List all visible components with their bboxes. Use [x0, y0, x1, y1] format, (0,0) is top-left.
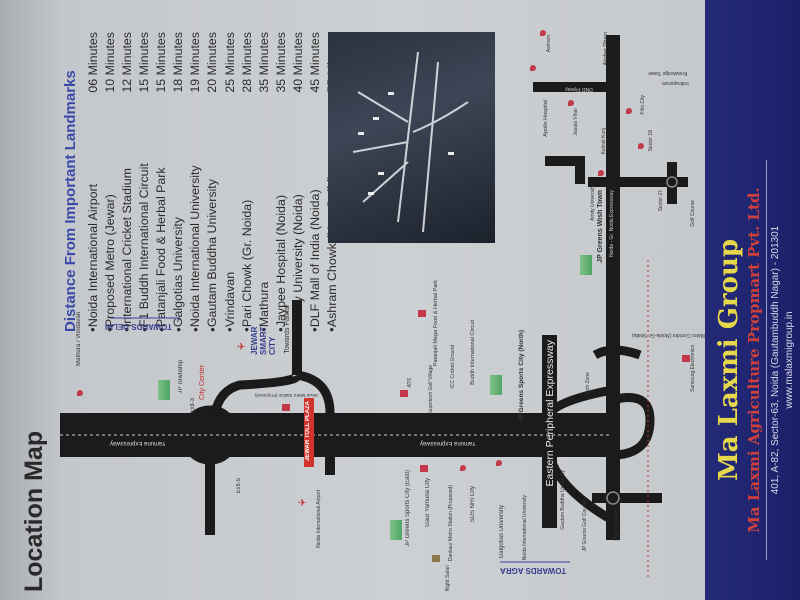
- kalindi-link-road: [575, 156, 585, 184]
- label-jp-north: JP Greens Sports City (North): [518, 330, 525, 422]
- label-film-city: Film City: [640, 95, 646, 115]
- label-knowledge-tower: Knowledge Tower: [648, 70, 688, 76]
- towards-agra: TOWARDS AGRA: [500, 566, 567, 575]
- building-icon: [282, 404, 290, 411]
- metro-curve: [592, 345, 642, 360]
- palwal-road: [292, 300, 302, 375]
- label-sds: SDS NRI City: [470, 486, 476, 523]
- golf-course-road: [667, 162, 677, 204]
- epe-label-plate: [542, 335, 557, 528]
- label-icc: ICC Cricket Ground: [450, 345, 456, 389]
- divider: [766, 160, 767, 560]
- location-pin-icon: [530, 65, 536, 71]
- location-pin-icon: [540, 30, 546, 36]
- exit5-road: [205, 455, 215, 535]
- company-website[interactable]: www.malaxmigroup.in: [784, 311, 795, 409]
- sector37-roundabout: [666, 176, 678, 188]
- label-mathura: Mathura / Vrindavan: [76, 312, 82, 366]
- label-akshardham: Akshar Dham: [603, 32, 609, 66]
- towards-delhi: TOWARDS DELHI: [105, 322, 172, 331]
- label-jp-golf: JP Greens Golf Course: [582, 500, 588, 552]
- toll-plaza-badge: JEWAR TOLL PLAZA: [304, 398, 314, 467]
- label-gbu: Gautam Buddha University: [560, 470, 566, 530]
- company-address: 401, A-82, Sector-63, Noida (Gautambuddh…: [770, 225, 781, 495]
- label-golf-course: Golf Course: [690, 200, 696, 227]
- label-jp-east: JP Greens Sports City (East): [405, 470, 411, 547]
- location-pin-icon: [460, 465, 466, 471]
- airport-render-image: [352, 51, 469, 233]
- township-icon: [158, 380, 170, 400]
- airport-photo: [328, 32, 495, 243]
- pari-chowk-roundabout: [606, 491, 620, 505]
- label-supertech: Supertech Golf Village: [428, 365, 434, 415]
- company-info: Ma Laxmi Group Ma Laxmi Agriculture Prop…: [708, 0, 800, 600]
- epe-ramp-north: [546, 385, 613, 417]
- noida-expressway-road: [606, 35, 620, 540]
- airport-link-road: [325, 455, 335, 475]
- epe-loop: [610, 393, 655, 460]
- label-jp-township: JP Township: [178, 360, 184, 394]
- label-indirapuram: Indirapuram: [662, 80, 689, 86]
- epe-ramp-south: [545, 455, 615, 524]
- airplane-icon: ✈: [298, 498, 307, 509]
- location-pin-icon: [598, 170, 604, 176]
- kalindi-road: [545, 156, 585, 166]
- company-name: Ma Laxmi Group: [714, 238, 744, 482]
- company-band: [705, 0, 800, 600]
- label-sector37: Sector 37: [658, 190, 664, 212]
- building-icon: [682, 355, 690, 362]
- label-exit5: Exit-5: [236, 478, 242, 494]
- night-safari-icon: [432, 555, 440, 562]
- label-jasola: Jasola Vihar: [573, 108, 579, 136]
- airplane-icon: ✈: [237, 342, 246, 353]
- label-night-safari: Night Safari: [445, 565, 451, 592]
- label-apollo: Apollo Hospital: [543, 100, 549, 137]
- label-gaur: Gaur Yamuna City: [425, 478, 431, 527]
- label-patanjali: Patanjali Mega Food & Herbal Park: [433, 280, 439, 367]
- label-samsung: Samsung Electronics: [690, 345, 696, 392]
- label-airport: Noida International Airport: [316, 490, 322, 548]
- township-icon: [580, 255, 592, 275]
- location-pin-icon: [626, 108, 632, 114]
- label-city-center: City Center: [199, 365, 206, 401]
- sector37-road: [588, 177, 688, 187]
- towards-palwal: Towards Palwal: [284, 305, 291, 354]
- label-techzone: Tech Zone: [585, 372, 591, 396]
- label-amity: Amity University: [590, 185, 596, 221]
- location-pin-icon: [568, 100, 574, 106]
- label-kalindi: Kalindi Kunj: [601, 128, 607, 155]
- building-icon: [400, 390, 408, 397]
- yamuna-expressway-label: Yamuna Expressway: [110, 440, 166, 446]
- jewar-loop: [210, 372, 302, 415]
- building-icon: [418, 310, 426, 317]
- location-pin-icon: [638, 143, 644, 149]
- company-legal-name: Ma Laxmi Agriculture Propmart Pvt. Ltd.: [745, 187, 763, 533]
- label-metro-corridor: Metro Corridor (Noida-Gr. Noida): [632, 332, 705, 338]
- dnd-flyway-road: [533, 82, 608, 92]
- label-exit3: Exit-3: [190, 398, 196, 414]
- pari-chowk-road: [592, 493, 662, 503]
- noida-expressway-label: Noida - Gr. Noida Expressway: [609, 190, 615, 257]
- label-dankaur: Dankaur Metro Station (Proposed): [448, 485, 454, 562]
- label-sector18: Sector 18: [648, 130, 654, 152]
- label-bic: Buddh International Circuit: [470, 320, 476, 385]
- township-icon: [390, 520, 402, 540]
- location-pin-icon: [77, 390, 83, 396]
- label-jewar-smart-city: JEWAR SMART CITY: [250, 326, 277, 355]
- location-pin-icon: [496, 460, 502, 466]
- label-wish-town: JP Greens Wish Town: [597, 190, 604, 263]
- building-icon: [420, 465, 428, 472]
- label-galgotias: Galgotias University: [499, 505, 505, 559]
- yamuna-expressway-label-2: Yamuna Expressway: [420, 440, 476, 446]
- label-niu: Noida International University: [522, 495, 528, 561]
- epe-label: Eastern Peripheral Expressway: [544, 340, 556, 487]
- label-pari-chowk: Pari Chowk: [614, 510, 620, 541]
- label-ashram: Ashram: [546, 35, 552, 53]
- label-ats: ATS: [407, 378, 413, 388]
- dnd-flyway-label: DND Flyway: [565, 86, 593, 92]
- township-icon: [490, 375, 502, 395]
- label-jewar-metro: Jewar Metro Station (Proposed): [255, 393, 319, 398]
